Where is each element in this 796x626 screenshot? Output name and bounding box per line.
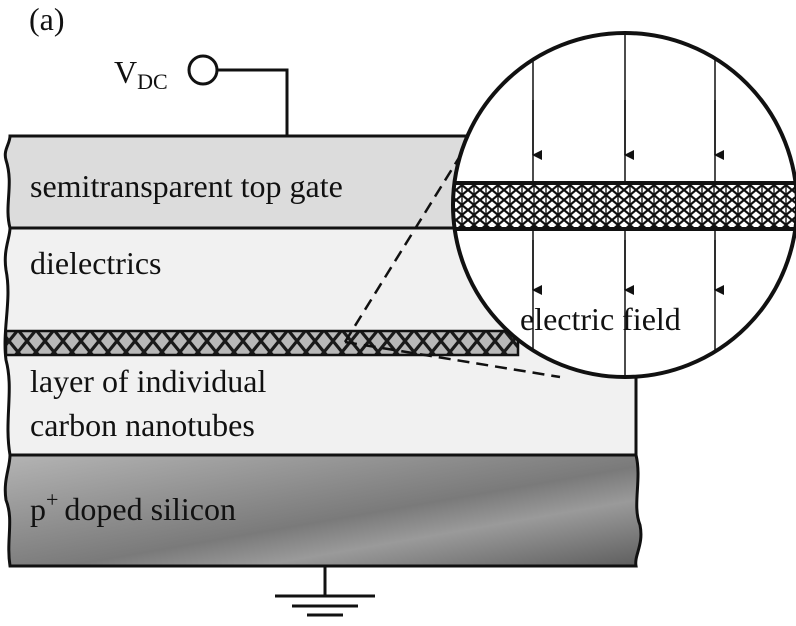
nanotubes-label-line1: layer of individual: [30, 363, 266, 399]
terminal-node-icon: [187, 54, 219, 86]
silicon-label: p+doped silicon: [30, 487, 236, 527]
vdc-symbol: V: [114, 54, 137, 90]
field-arrows: [532, 100, 724, 295]
magnified-inset: electric field: [451, 31, 796, 379]
nanotube-band: [4, 329, 520, 357]
vdc-subscript: DC: [137, 69, 168, 94]
vdc-label: VDC: [114, 54, 168, 94]
nanotubes-label-line2: carbon nanotubes: [30, 407, 255, 443]
silicon-substrate: [3, 453, 643, 568]
silicon-label-rest: doped silicon: [64, 491, 236, 527]
dielectrics-label: dielectrics: [30, 245, 161, 281]
terminal-wire: [217, 68, 289, 136]
panel-label: (a): [29, 1, 65, 37]
nanotube-closeup: [453, 181, 796, 231]
ground-symbol-icon: [275, 566, 375, 617]
zoom-lines: [343, 139, 561, 379]
silicon-label-superscript: +: [46, 487, 58, 512]
top-gate-label: semitransparent top gate: [30, 168, 343, 204]
silicon-label-prefix: p: [30, 491, 46, 527]
gate-terminal: VDC: [114, 54, 289, 136]
electric-field-label: electric field: [520, 301, 681, 337]
